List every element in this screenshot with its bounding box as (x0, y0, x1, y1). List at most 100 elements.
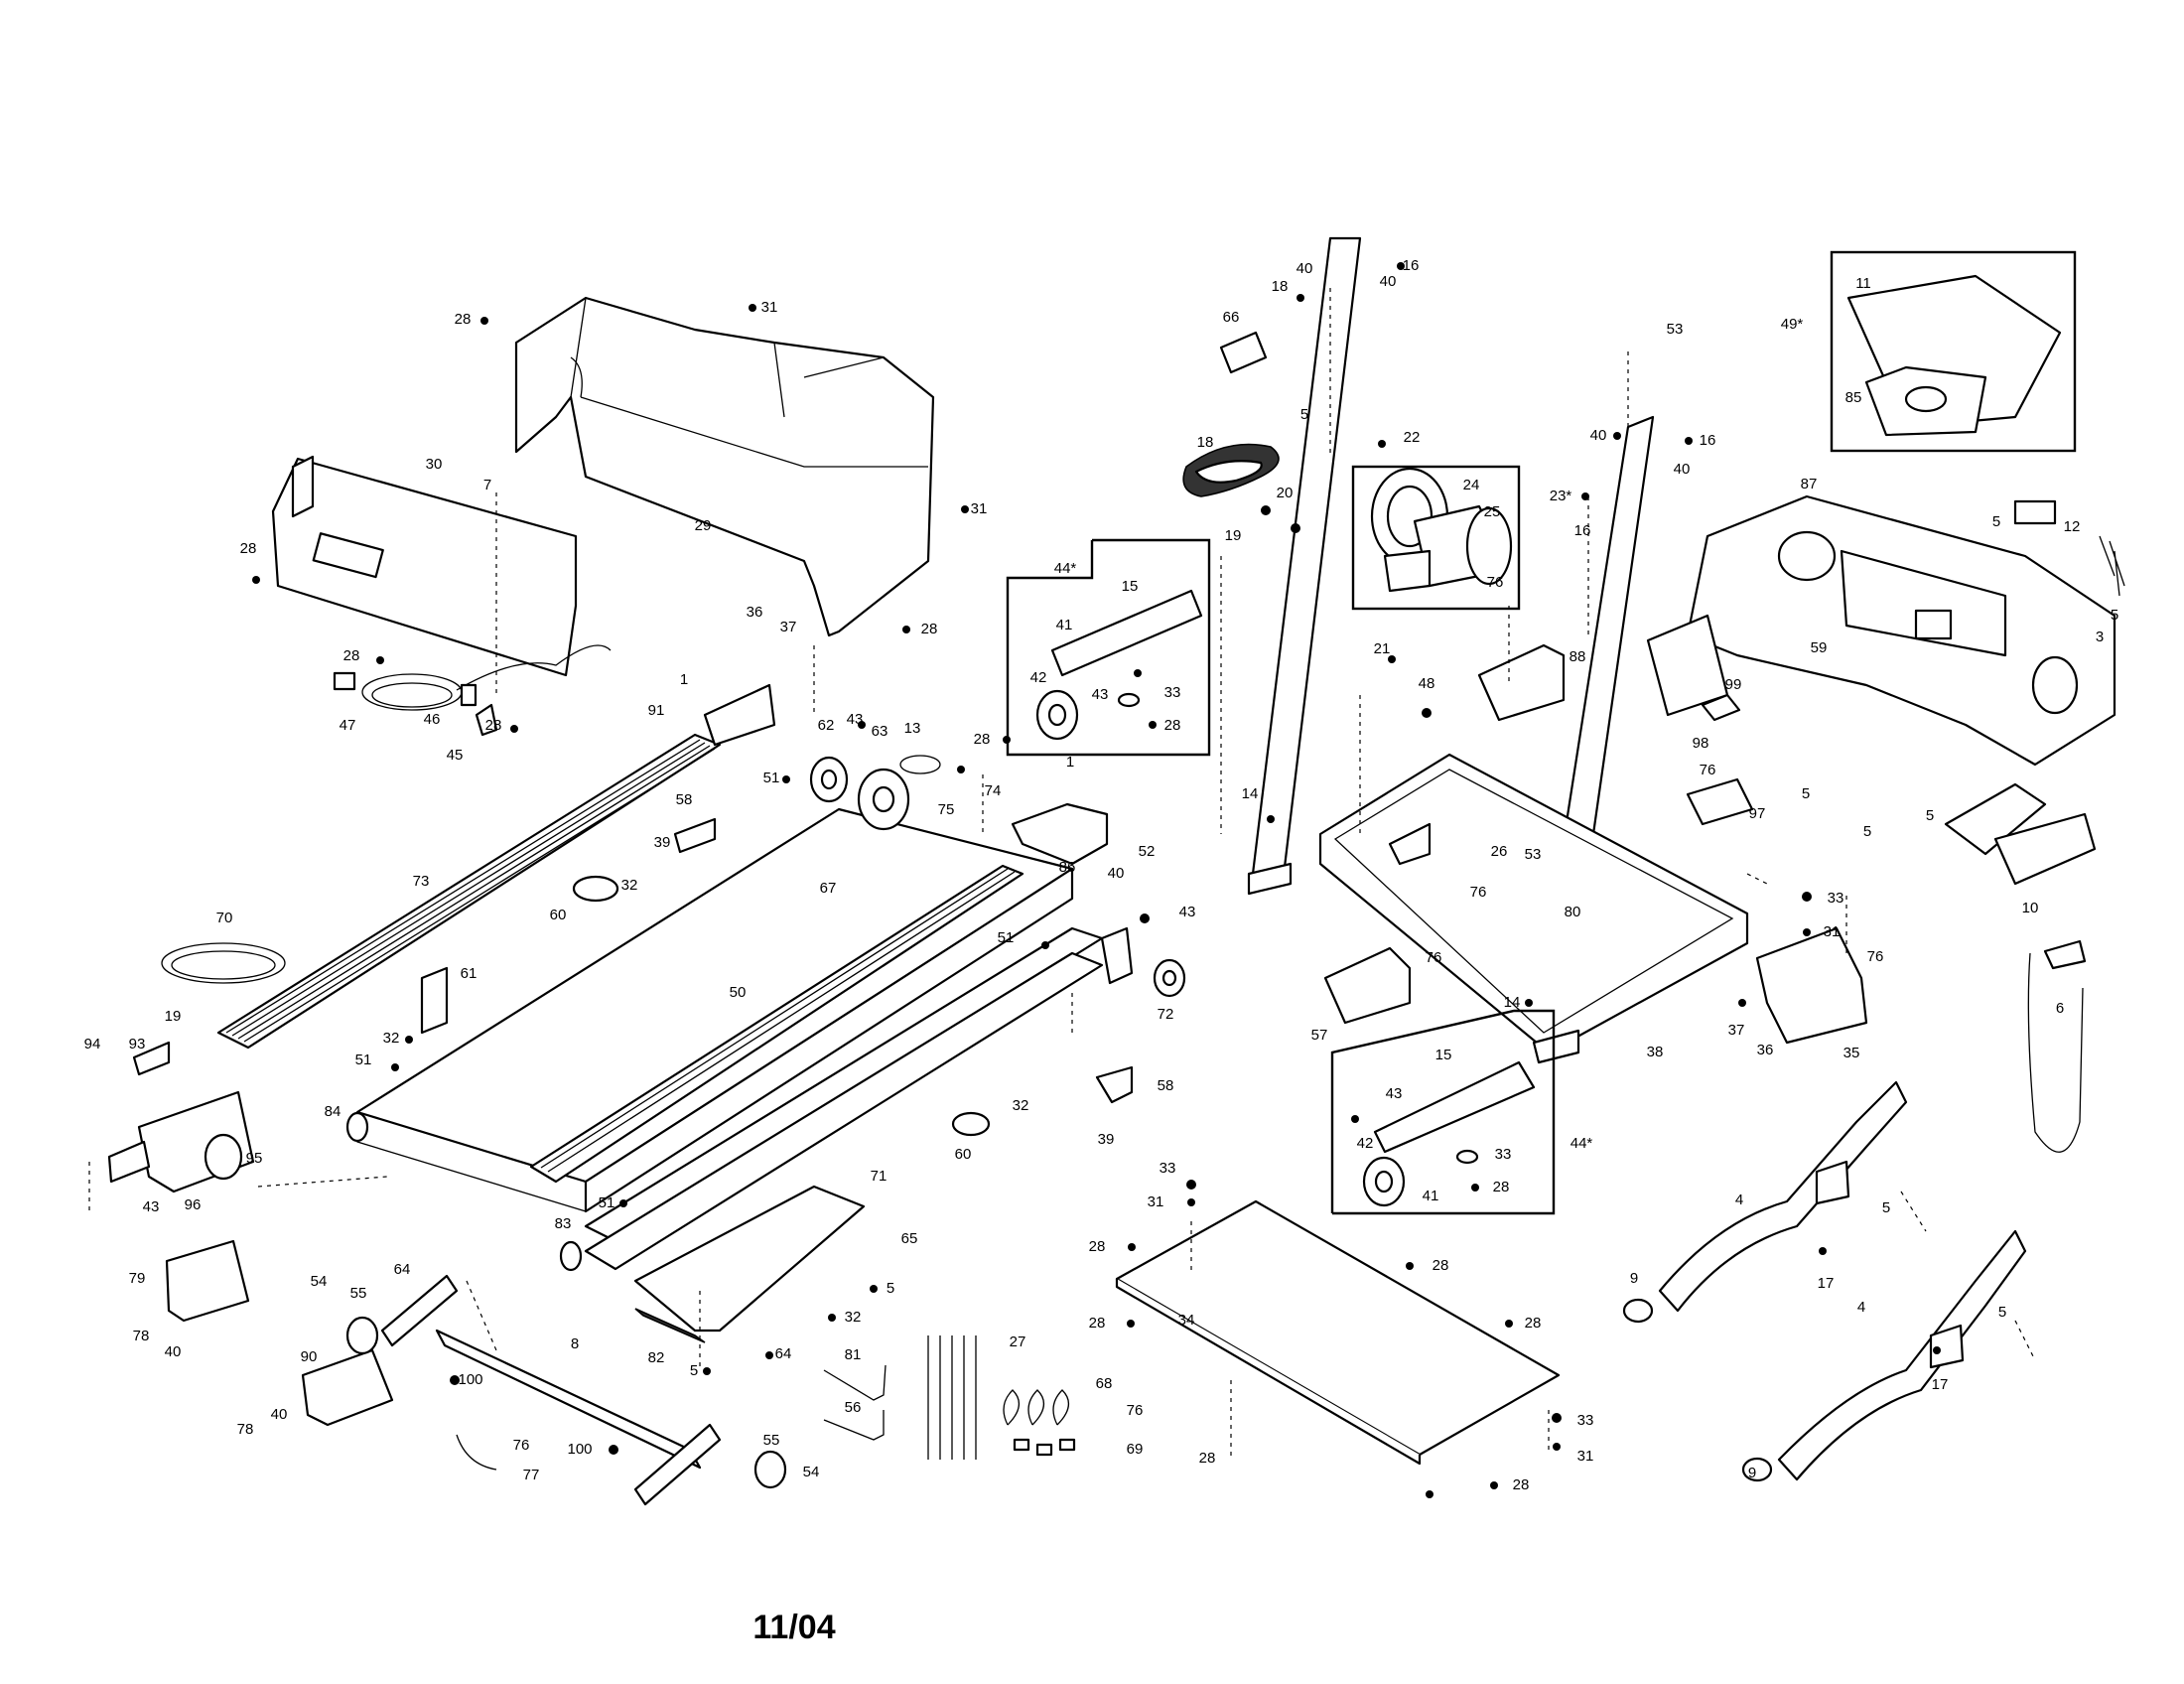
callout-c6: 6 (2056, 1000, 2064, 1017)
callout-c51c: 51 (355, 1052, 372, 1068)
callout-c40e: 40 (1380, 273, 1397, 290)
callout-c18b: 18 (1197, 434, 1214, 451)
callout-c19a: 19 (165, 1008, 182, 1025)
brackets (420, 683, 1134, 1104)
handrails (1622, 1080, 2027, 1482)
callout-c91: 91 (648, 702, 665, 719)
callout-c28f: 28 (974, 731, 991, 748)
callout-c38: 38 (1647, 1044, 1664, 1060)
callout-c28a: 28 (455, 311, 472, 328)
callout-c31d: 31 (1577, 1448, 1594, 1465)
callout-c76d: 76 (1470, 884, 1487, 901)
callout-c43c: 43 (143, 1198, 160, 1215)
callout-c33c: 33 (1160, 1160, 1176, 1177)
callout-c43b: 43 (1179, 904, 1196, 920)
callout-c4a: 4 (1735, 1192, 1743, 1208)
callout-c65: 65 (901, 1230, 918, 1247)
callout-c40f: 40 (1590, 427, 1607, 444)
callout-c5i: 5 (1882, 1199, 1890, 1216)
callout-c36b: 36 (1757, 1042, 1774, 1058)
callout-c16c: 16 (1574, 522, 1591, 539)
motor-hood (514, 296, 935, 637)
callout-c53a: 53 (1667, 321, 1684, 338)
callout-c49: 49* (1781, 316, 1804, 333)
callout-c93: 93 (129, 1036, 146, 1052)
callout-c83: 83 (555, 1215, 572, 1232)
callout-c28d: 28 (343, 647, 360, 664)
leg-assembly-bottom (1330, 1009, 1556, 1215)
callout-c70: 70 (216, 910, 233, 926)
callout-c63: 63 (872, 723, 888, 740)
callout-c35: 35 (1843, 1045, 1860, 1061)
callout-c25: 25 (1484, 503, 1501, 520)
callout-c76c: 76 (1487, 574, 1504, 591)
callout-c51b: 51 (998, 929, 1015, 946)
callout-c57: 57 (1311, 1027, 1328, 1044)
frame-brackets (1219, 331, 1566, 1025)
callout-c41a: 41 (1056, 617, 1073, 633)
callout-c28n: 28 (1513, 1476, 1530, 1493)
callout-c68: 68 (1096, 1375, 1113, 1392)
callout-c33b: 33 (1495, 1146, 1512, 1163)
leg-assembly-top (1006, 538, 1211, 757)
callout-c100a: 100 (458, 1371, 482, 1388)
callout-c14a: 14 (1242, 785, 1259, 802)
callout-c54b: 54 (803, 1464, 820, 1480)
callout-c50: 50 (730, 984, 747, 1001)
callout-c33e: 33 (1828, 890, 1844, 907)
callout-c79: 79 (129, 1270, 146, 1287)
callout-c28h: 28 (1493, 1179, 1510, 1195)
callout-c94: 94 (84, 1036, 101, 1052)
callout-c5c: 5 (1300, 406, 1308, 423)
callout-c34: 34 (1178, 1312, 1195, 1329)
callout-c47: 47 (340, 717, 356, 734)
callout-c15b: 15 (1435, 1047, 1452, 1063)
callout-c73: 73 (413, 873, 430, 890)
callout-c43e: 43 (1386, 1085, 1403, 1102)
callout-c20: 20 (1277, 485, 1294, 501)
callout-c56: 56 (845, 1399, 862, 1416)
callout-c40b: 40 (165, 1343, 182, 1360)
callout-c28k: 28 (1089, 1315, 1106, 1332)
platform (633, 1185, 866, 1343)
callout-c31a: 31 (761, 299, 778, 316)
callout-c44a: 44* (1054, 560, 1077, 577)
callout-c31b: 31 (971, 500, 988, 517)
base-plate (1115, 1199, 1561, 1466)
callout-c60a: 60 (550, 907, 567, 923)
console-kit-box (1830, 250, 2077, 453)
callout-c10: 10 (2022, 900, 2039, 916)
callout-c22: 22 (1404, 429, 1421, 446)
callout-c75: 75 (938, 801, 955, 818)
callout-c55b: 55 (763, 1432, 780, 1449)
callout-c78a: 78 (133, 1328, 150, 1344)
callout-c84: 84 (325, 1103, 341, 1120)
callout-c33a: 33 (1164, 684, 1181, 701)
console (1646, 494, 2116, 856)
incline-parts (165, 1239, 787, 1506)
wire-harness (333, 644, 612, 737)
callout-c44b: 44* (1570, 1135, 1593, 1152)
callout-c18a: 18 (1272, 278, 1289, 295)
motor-belt (1182, 443, 1280, 497)
left-rail (216, 733, 722, 1050)
callout-c13: 13 (904, 720, 921, 737)
callout-c98: 98 (1693, 735, 1709, 752)
callout-c19b: 19 (1225, 527, 1242, 544)
callout-c60b: 60 (955, 1146, 972, 1163)
callout-c5a: 5 (887, 1280, 894, 1297)
callout-c1b: 1 (1066, 754, 1074, 771)
callout-c16b: 16 (1700, 432, 1716, 449)
callout-c76g: 76 (1867, 948, 1884, 965)
deck (355, 807, 1074, 1213)
callout-c42b: 42 (1357, 1135, 1374, 1152)
callout-c5j: 5 (1998, 1304, 2006, 1321)
hardware-markers (252, 262, 1941, 1498)
callout-c59: 59 (1811, 639, 1828, 656)
frame-71 (584, 926, 1104, 1271)
console-brackets (1686, 535, 2125, 1153)
callout-c58a: 58 (676, 791, 693, 808)
callout-c28m: 28 (1199, 1450, 1216, 1467)
callout-c43a: 43 (847, 711, 864, 728)
callout-c9b: 9 (1748, 1465, 1756, 1481)
